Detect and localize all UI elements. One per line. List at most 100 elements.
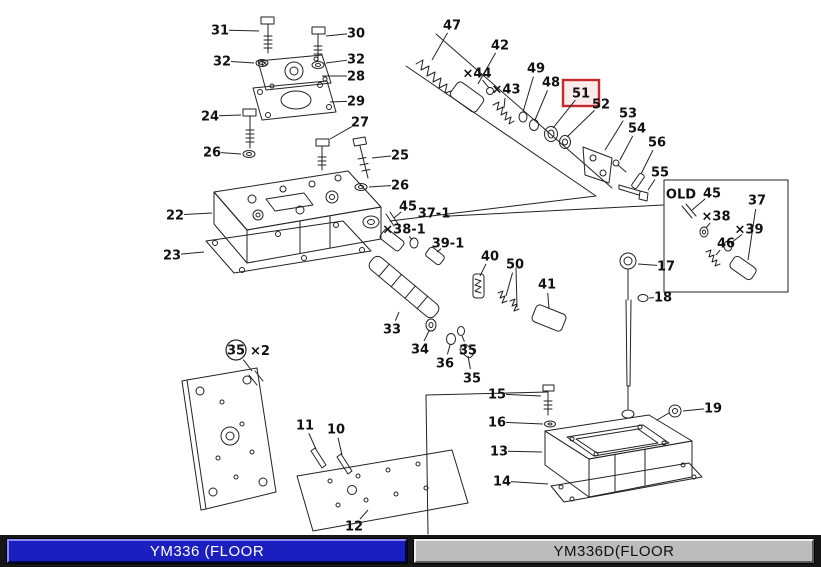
part-label-46: 46 [715,237,735,256]
svg-text:17: 17 [657,260,675,275]
highlight-layer [561,78,601,108]
svg-text:×38-1: ×38-1 [382,223,425,238]
svg-text:16: 16 [488,416,506,431]
svg-text:35: 35 [459,344,477,359]
part-label-39-1: 39-1 [432,237,464,253]
part-label-16: 16 [488,416,544,431]
svg-text:52: 52 [592,98,610,113]
part-label-48: 48 [534,76,560,121]
part-label-49: 49 [522,62,545,113]
svg-text:33: 33 [383,323,401,338]
plate-53-drawing [582,146,613,184]
ring-52-drawing [559,135,571,149]
tab-ym336d-floor[interactable]: YM336D(FLOOR [414,539,814,563]
svg-text:×2: ×2 [250,344,270,359]
bolt-24-drawing [242,108,257,149]
bolt-25-drawing [352,136,371,179]
svg-text:26: 26 [391,179,409,194]
part-label-34: 34 [411,330,430,358]
svg-text:36: 36 [436,357,454,372]
part-label-27: 27 [329,116,369,140]
part-label-55: 55 [647,166,669,191]
svg-text:30: 30 [347,27,365,42]
part-label-×43: ×43 [492,83,521,109]
footer-bar: YM336 (FLOOR YM336D(FLOOR [0,535,821,567]
cover-28-drawing [257,54,332,91]
svg-text:51: 51 [572,87,590,102]
part-label-37-1: 37-1 [418,207,451,222]
diagram-canvas: 31 30 32 32 28 29 24 27 26 25 26 22 23 47 42 ×44×43 4948… [163,16,789,535]
part-label-33: 33 [383,311,401,338]
part-label-40: 40 [479,250,499,277]
part-label-25: 25 [371,149,409,164]
part-label-51: 51 [552,87,590,129]
svg-text:32: 32 [347,53,365,68]
svg-text:35: 35 [227,344,245,359]
tab-ym336d-floor-label: YM336D(FLOOR [553,542,675,560]
svg-text:×43: ×43 [492,83,521,98]
svg-text:26: 26 [203,146,221,161]
svg-text:15: 15 [488,388,506,403]
svg-text:55: 55 [651,166,669,181]
tab-ym336-floor[interactable]: YM336 (FLOOR [7,539,407,563]
svg-text:13: 13 [490,445,508,460]
part-label-37: 37 [747,194,766,261]
part-label-35: 35 ×2 [225,339,270,372]
bolt-15-drawing [542,384,555,416]
part-label-24: 24 [201,110,242,125]
svg-text:27: 27 [351,116,369,131]
svg-text:18: 18 [654,291,672,306]
part-label-26: 26 [368,179,409,194]
svg-text:41: 41 [538,278,556,293]
gasket-23-drawing [205,220,372,274]
svg-text:46: 46 [717,237,735,252]
svg-text:28: 28 [347,70,365,85]
part-label-31: 31 [211,24,260,39]
part-label-32: 32 [325,53,365,68]
part-label-×38-1: ×38-1 [382,223,426,241]
bolt-27-drawing [315,138,330,171]
svg-text:×38: ×38 [702,210,731,225]
part-label-13: 13 [490,445,543,460]
svg-text:OLD: OLD [666,188,696,203]
svg-text:×39: ×39 [735,223,764,238]
part-label-22: 22 [166,209,213,224]
svg-text:42: 42 [491,39,509,54]
pin-56-drawing [631,173,645,189]
svg-text:49: 49 [527,62,545,77]
part-label-47: 47 [431,19,461,61]
part-label-OLD: OLD [666,188,696,203]
svg-text:11: 11 [296,419,314,434]
part-label-32: 32 [213,55,255,70]
part-label-12: 12 [345,509,369,535]
svg-text:45: 45 [399,200,417,215]
part-label-15: 15 [488,388,542,403]
svg-text:23: 23 [163,249,181,264]
part-label-×39: ×39 [730,223,764,244]
spool-33-drawing [368,255,440,319]
pin-10-drawing [336,453,353,475]
svg-text:31: 31 [211,24,229,39]
svg-text:37: 37 [748,194,766,209]
spring-43-drawing [492,101,515,125]
ring-36-drawing [446,333,456,345]
bolt-19-drawing [656,404,682,421]
part-label-52: 52 [566,98,610,138]
washer-34-drawing [425,318,437,332]
part-label-10: 10 [327,423,345,456]
svg-text:12: 12 [345,520,363,535]
side-plate-drawing [181,367,277,511]
part-labels-layer: 31 30 32 32 28 29 24 27 26 25 26 22 23 47 42 ×44×43 4948… [163,19,766,535]
part-label-56: 56 [640,136,666,175]
svg-text:19: 19 [704,402,722,417]
svg-text:50: 50 [506,258,524,273]
part-label-29: 29 [329,95,365,110]
part-label-54: 54 [619,122,646,161]
svg-text:×44: ×44 [463,67,492,82]
bolt-31-drawing [260,16,275,54]
part-label-53: 53 [604,107,637,151]
bolt-54-drawing [612,159,627,173]
case-13-drawing [544,409,693,498]
part-label-11: 11 [296,419,317,450]
plug-35-drawings [457,326,475,359]
